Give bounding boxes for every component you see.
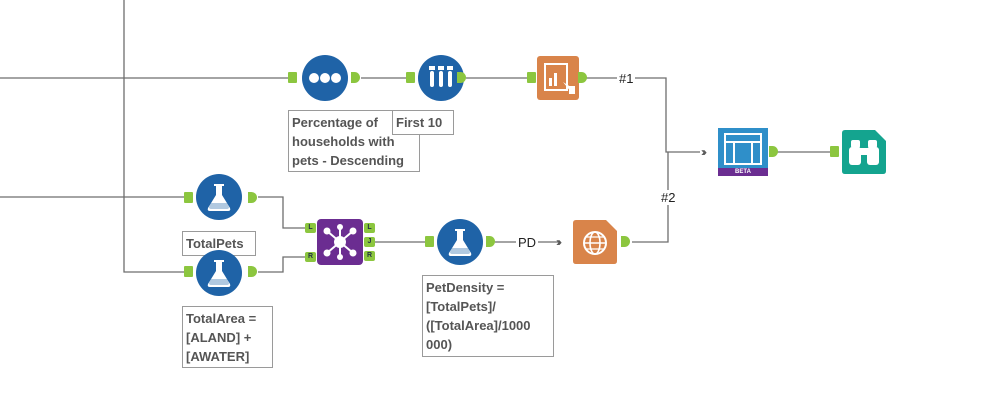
globe-icon [573, 220, 617, 264]
sort-output-anchor[interactable] [351, 72, 360, 83]
flask-icon [437, 219, 483, 265]
sample-output-anchor[interactable] [457, 72, 466, 83]
formula-totalarea-tool[interactable] [196, 250, 242, 301]
test-tubes-icon [418, 55, 464, 101]
wire-label-2: #2 [659, 190, 678, 205]
formula-totalpets-output-anchor[interactable] [248, 192, 257, 203]
browse-tool[interactable] [842, 130, 886, 179]
wire-totalarea-to-join [258, 256, 305, 273]
layout-icon [718, 128, 768, 176]
layout-tool[interactable]: BETA [718, 128, 768, 181]
join-left-output-anchor[interactable]: L [364, 223, 375, 233]
wire-vertical-input [123, 0, 185, 273]
report-input-anchor[interactable] [527, 72, 536, 83]
map-output-anchor[interactable] [621, 236, 630, 247]
sample-tool[interactable] [418, 55, 464, 106]
wire-label-pd: PD [516, 235, 539, 250]
chevron-connector-icon: ››› [556, 235, 562, 249]
beta-badge: BETA [735, 169, 751, 175]
browse-input-anchor[interactable] [830, 146, 839, 157]
formula-petdensity-output-anchor[interactable] [486, 236, 495, 247]
wire-report-to-layout [586, 77, 700, 153]
formula-totalarea-input-anchor[interactable] [184, 266, 193, 277]
dots-icon [302, 55, 348, 101]
wire-map-to-layout [632, 152, 669, 243]
flask-icon [196, 250, 242, 296]
annotation-petdensity: PetDensity = [TotalPets]/ ([TotalArea]/1… [422, 275, 554, 357]
annotation-totalarea: TotalArea = [ALAND] + [AWATER] [182, 306, 273, 368]
sort-tool[interactable] [302, 55, 348, 106]
annotation-sample: First 10 [392, 110, 454, 135]
layout-output-anchor[interactable] [769, 146, 778, 157]
flask-icon [196, 174, 242, 220]
formula-totalarea-output-anchor[interactable] [248, 266, 257, 277]
wire-label-1: #1 [617, 71, 636, 86]
formula-totalpets-input-anchor[interactable] [184, 192, 193, 203]
sort-input-anchor[interactable] [288, 72, 297, 83]
report-chart-icon [537, 56, 579, 100]
formula-petdensity-tool[interactable] [437, 219, 483, 270]
map-tool[interactable] [573, 220, 617, 269]
sample-input-anchor[interactable] [406, 72, 415, 83]
chevron-connector-icon: ››› [701, 145, 707, 159]
wire-totalpets-to-join [258, 196, 305, 229]
formula-petdensity-input-anchor[interactable] [425, 236, 434, 247]
report-tool[interactable] [537, 56, 579, 105]
join-right-output-anchor[interactable]: R [364, 251, 375, 261]
join-tool[interactable] [317, 219, 363, 270]
formula-totalpets-tool[interactable] [196, 174, 242, 225]
join-right-input-anchor[interactable]: R [305, 252, 316, 262]
join-icon [317, 219, 363, 265]
report-output-anchor[interactable] [578, 72, 587, 83]
binoculars-icon [842, 130, 886, 174]
join-left-input-anchor[interactable]: L [305, 223, 316, 233]
join-joined-output-anchor[interactable]: J [364, 237, 375, 247]
